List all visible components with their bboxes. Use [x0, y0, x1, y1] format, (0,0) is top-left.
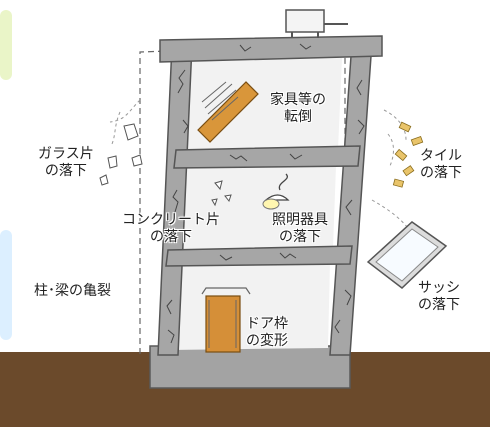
falling-glass-icon [99, 99, 143, 186]
falling-sash-icon [366, 199, 448, 289]
label-tile: タイルの落下 [420, 148, 462, 181]
cracks [166, 43, 365, 344]
falling-tiles-icon [383, 109, 424, 188]
floor-2-slab [165, 245, 353, 267]
label-furniture: 家具等の転倒 [270, 92, 326, 125]
falling-light-icon [262, 173, 290, 210]
room-2f [178, 166, 336, 250]
foundation [149, 345, 351, 389]
label-column-beam: 柱･梁の亀裂 [34, 283, 111, 299]
label-lighting: 照明器具の落下 [272, 212, 328, 245]
label-concrete: コンクリート片の落下 [122, 212, 220, 245]
floor-3-slab [173, 145, 361, 169]
concrete-fragments-icon [211, 180, 232, 207]
label-sash: サッシの落下 [418, 280, 460, 313]
label-door-frame: ドア枠の変形 [246, 316, 288, 349]
left-accent-top [0, 10, 12, 80]
label-glass: ガラス片の落下 [38, 146, 94, 179]
left-accent-bottom [0, 230, 12, 340]
fallen-furniture-icon [197, 81, 259, 143]
door-frame-icon [201, 287, 251, 353]
roof-slab [159, 35, 383, 63]
rooftop-unit [285, 9, 325, 33]
